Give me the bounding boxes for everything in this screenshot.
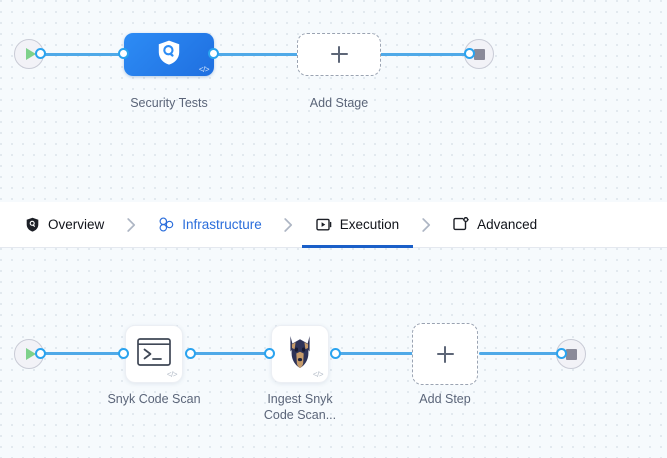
- terminal-icon: [137, 337, 171, 371]
- node-label-snyk-code-scan: Snyk Code Scan: [107, 392, 201, 406]
- tab-advanced-label: Advanced: [477, 217, 538, 232]
- port-security-tests-out[interactable]: [208, 48, 219, 59]
- edge-start-to-security-tests: [40, 53, 128, 56]
- stage-node-security-tests[interactable]: </>: [124, 33, 214, 76]
- node-label-security-tests: Security Tests: [130, 96, 208, 110]
- port-ingest-in[interactable]: [264, 348, 275, 359]
- node-label-ingest-snyk-code-scan: Ingest Snyk Code Scan...: [263, 392, 337, 422]
- infrastructure-icon: [158, 217, 174, 233]
- node-label-add-step: Add Step: [419, 392, 471, 406]
- tab-execution[interactable]: Execution: [301, 202, 414, 248]
- tab-infrastructure[interactable]: Infrastructure: [144, 202, 276, 247]
- add-step-button[interactable]: [412, 323, 478, 385]
- tab-overview-label: Overview: [48, 217, 105, 232]
- edge-add-step-to-end: [479, 352, 563, 355]
- execution-icon: [316, 217, 332, 233]
- step-node-snyk-code-scan[interactable]: </>: [125, 325, 183, 383]
- add-stage-button[interactable]: [297, 33, 381, 76]
- pipeline-section-tabs[interactable]: Overview Infrastructure: [0, 202, 667, 248]
- port-start-out[interactable]: [35, 48, 46, 59]
- pipeline-stage-canvas[interactable]: </> Security Tests Add Stage: [0, 0, 667, 202]
- port-step-end-in[interactable]: [556, 348, 567, 359]
- plus-icon: [436, 345, 454, 363]
- node-label-add-stage: Add Stage: [309, 96, 369, 110]
- code-badge-icon: </>: [198, 65, 210, 74]
- code-badge-icon: </>: [166, 370, 178, 379]
- chevron-right-icon: [118, 202, 144, 247]
- play-icon: [25, 348, 36, 360]
- tab-infrastructure-label: Infrastructure: [182, 217, 262, 232]
- edge-ingest-to-add-step: [333, 352, 415, 355]
- plus-icon: [330, 46, 348, 63]
- advanced-icon: [453, 217, 469, 233]
- snyk-dog-icon: [284, 335, 316, 374]
- port-snyk-code-scan-in[interactable]: [118, 348, 129, 359]
- port-security-tests-in[interactable]: [118, 48, 129, 59]
- shield-search-icon: [156, 39, 182, 71]
- chevron-right-icon: [413, 202, 439, 247]
- tab-active-underline: [301, 245, 414, 248]
- code-badge-icon: </>: [312, 370, 324, 379]
- port-ingest-out[interactable]: [330, 348, 341, 359]
- port-end-in[interactable]: [464, 48, 475, 59]
- port-step-start-out[interactable]: [35, 348, 46, 359]
- tab-execution-label: Execution: [339, 217, 400, 232]
- stop-icon: [473, 48, 485, 60]
- edge-start-to-snyk-code-scan: [40, 352, 128, 355]
- chevron-right-icon: [276, 202, 302, 247]
- stop-icon: [565, 348, 577, 360]
- port-snyk-code-scan-out[interactable]: [185, 348, 196, 359]
- tab-advanced[interactable]: Advanced: [439, 202, 551, 247]
- play-icon: [25, 48, 36, 60]
- edge-snyk-code-scan-to-ingest: [188, 352, 276, 355]
- edge-add-stage-to-end: [378, 53, 470, 56]
- shield-icon: [24, 217, 40, 233]
- step-node-ingest-snyk-code-scan[interactable]: </>: [271, 325, 329, 383]
- pipeline-step-canvas[interactable]: </> Snyk Code Scan </>: [0, 248, 667, 458]
- tab-overview[interactable]: Overview: [10, 202, 118, 247]
- edge-security-tests-to-add-stage: [210, 53, 300, 56]
